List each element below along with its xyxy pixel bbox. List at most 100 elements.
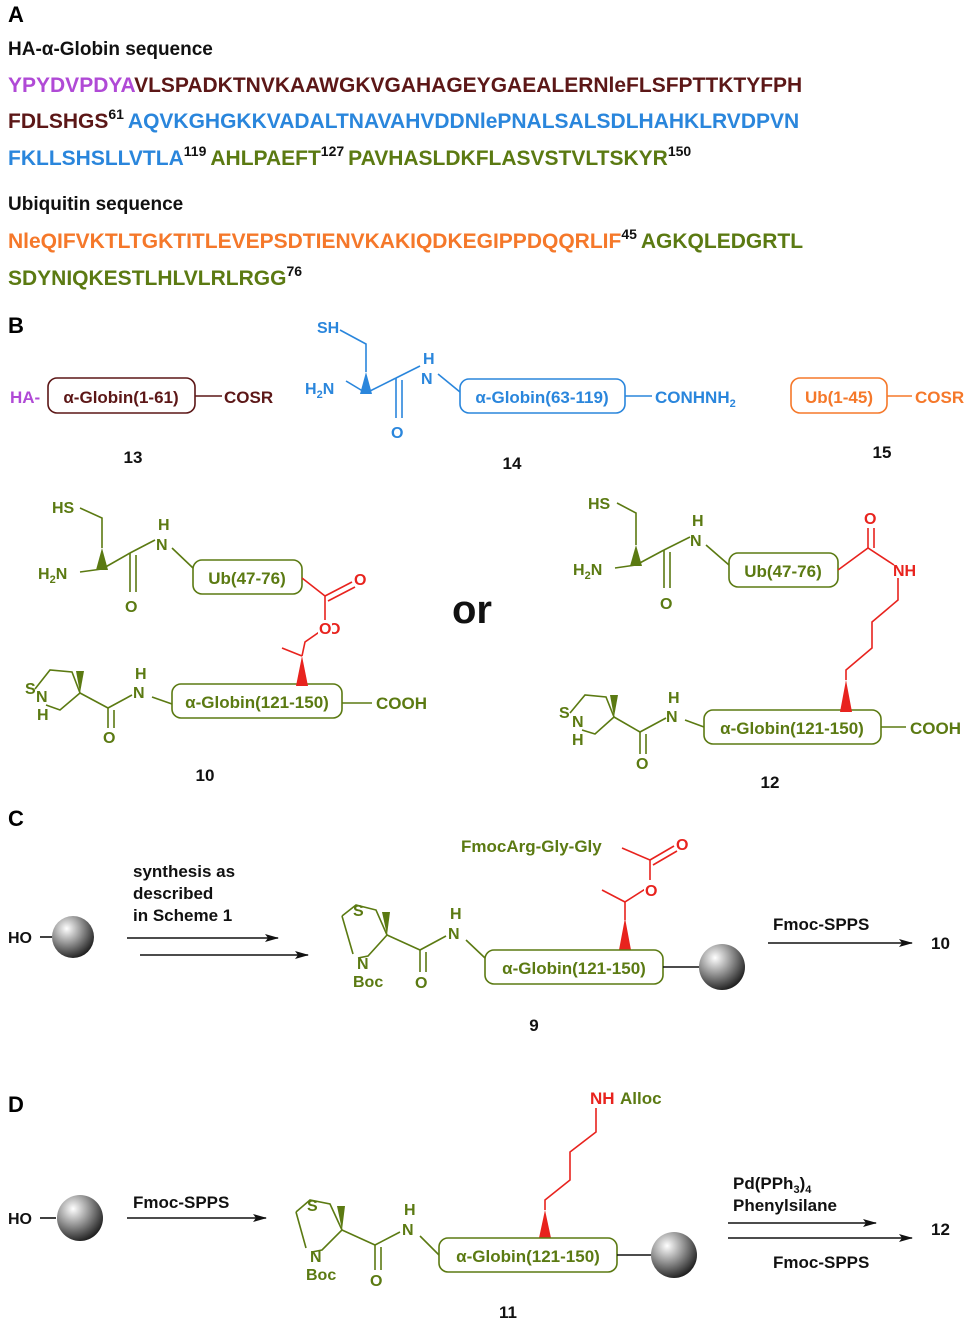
bond (365, 377, 397, 394)
globin-121-150-label: α-Globin(121-150) (185, 693, 329, 712)
bond (419, 1235, 440, 1256)
resin-bead (651, 1232, 697, 1278)
ring-n-label: N (357, 956, 369, 973)
methyl-bond (281, 647, 303, 657)
compound-number-14: 14 (503, 454, 522, 473)
compound-number-9: 9 (529, 1016, 538, 1035)
amide-n-label: N (156, 537, 168, 554)
ub-46-76-part-2: SDYNIQKESTLHLVLRLRGG (8, 267, 286, 290)
amide-h-label: H (404, 1202, 416, 1219)
reagent-phenylsilane: Phenylsilane (733, 1196, 837, 1215)
compound-10: HS H2N H N O Ub(47-76) S N H H N O α-Glo… (25, 500, 427, 785)
carbonyl-bond (324, 581, 353, 597)
hydrazide-label: CONHNH2 (655, 388, 736, 410)
wedge-bond (630, 545, 642, 566)
globin-1-61-part-2: FDLSHGS (8, 110, 108, 133)
subscript: 2 (317, 389, 323, 401)
resin-bead (52, 916, 94, 958)
bond (395, 365, 421, 379)
paren: ) (800, 1174, 806, 1193)
ub-47-76-box (192, 559, 303, 595)
amide2-h-label: H (668, 690, 680, 707)
residue-number-76: 76 (286, 263, 302, 279)
ha-tag-sequence: YPYDVPDYA (8, 74, 135, 97)
reagent-pd: Pd(PPh3)4 (733, 1174, 812, 1196)
ester-labels: O O (328, 572, 366, 638)
isopeptide-linkage (837, 528, 899, 712)
ring-n-label: N (572, 714, 584, 731)
wedge-bond (296, 656, 308, 686)
compound-number-10: 10 (196, 766, 215, 785)
ester-bonds (301, 577, 326, 657)
panel-b: B HA- α-Globin(1-61) COSR 13 SH H2N H (8, 313, 964, 792)
wedge-bond (96, 548, 108, 570)
globin-120-127: AHLPAEFT (210, 147, 321, 170)
compound-14 (339, 329, 652, 418)
ubiquitin-sequence-line-1: NleQIFVKTLTGKTITLEVEPSDTIENVKAKIQDKEGIPP… (8, 226, 803, 253)
resin-bead (57, 1195, 103, 1241)
subscript: 2 (50, 574, 56, 586)
globin-121-150-label: α-Globin(121-150) (456, 1247, 600, 1266)
h-atom: H (573, 562, 585, 579)
ub-1-45-sequence: NleQIFVKTLTGKTITLEVEPSDTIENVKAKIQDKEGIPP… (8, 230, 621, 253)
carboxyl-label: COOH (910, 719, 961, 738)
thiazolidine-ring (295, 1199, 343, 1253)
step1-line2: described (133, 884, 213, 903)
amide-n-label: N (448, 926, 460, 943)
ester-o: O (645, 883, 657, 900)
amide2-h-label: H (135, 666, 147, 683)
globin-128-150: PAVHASLDKFLASVSTVLTSKYR (348, 147, 668, 170)
carbonyl-bond (652, 850, 678, 866)
amine-label: H2N (38, 566, 67, 586)
wedge-bond (840, 680, 852, 712)
o-label-mask (644, 880, 658, 898)
ester-carbonyl-o: O (354, 572, 366, 589)
ub-1-45-label: Ub(1-45) (805, 388, 873, 407)
globin-62-119-part-1: AQVKGHGKKVADALTNAVAHVDDNlePNALSALSDLHAHK… (128, 110, 799, 133)
bond (465, 939, 486, 959)
residue-number-119: 119 (184, 143, 207, 159)
globin-121-150-box (171, 683, 343, 719)
bond (345, 380, 367, 394)
panel-c-label: C (8, 806, 24, 831)
ubiquitin-sequence-title: Ubiquitin sequence (8, 194, 183, 215)
globin-1-61-label: α-Globin(1-61) (63, 388, 178, 407)
ester-linkage (601, 845, 678, 950)
compound-12: HS H2N H N O Ub(47-76) S N H H N O α-Glo… (559, 496, 961, 792)
step2-label: Fmoc-SPPS (773, 1253, 869, 1272)
bond (386, 934, 421, 951)
ring-s-label: S (25, 681, 36, 698)
n-atom: N (323, 381, 335, 398)
bond (684, 719, 705, 728)
isopeptide-labels: O NH (864, 511, 916, 580)
wedge-bond (382, 912, 390, 935)
compound-number-13: 13 (124, 448, 143, 467)
amide-h-label: H (450, 906, 462, 923)
residue-number-127: 127 (321, 143, 345, 159)
ring-h-label: H (572, 732, 584, 749)
compound-12-labels: HS H2N H N O Ub(47-76) S N H H N O α-Glo… (559, 496, 961, 773)
amide-bonds (837, 547, 895, 571)
wedge-bond (539, 1210, 551, 1238)
subscript: 2 (585, 570, 591, 582)
bond (614, 564, 637, 569)
compound-13: HA- α-Globin(1-61) COSR 13 (10, 377, 273, 467)
amide-n-label: N (402, 1222, 414, 1239)
ring-h-label: H (37, 707, 49, 724)
step1-line3: in Scheme 1 (133, 906, 232, 925)
thioester-label: COSR (224, 388, 273, 407)
subscript: 4 (805, 1184, 812, 1196)
wedge-bond (619, 918, 631, 950)
ester-carbonyl-o: O (676, 837, 688, 854)
carbonyl-o-label: O (125, 599, 137, 616)
panel-d: D HO Fmoc-SPPS NH Alloc S N Boc H (8, 1089, 950, 1322)
amide-n-label: N (690, 533, 702, 550)
ub-47-76-label: Ub(47-76) (208, 569, 285, 588)
amide-n-label: N (421, 371, 433, 388)
step1-label: Fmoc-SPPS (133, 1193, 229, 1212)
compound-number-12: 12 (761, 773, 780, 792)
carboxyl-label: COOH (376, 694, 427, 713)
bond (339, 329, 367, 372)
panel-a-label: A (8, 2, 24, 27)
